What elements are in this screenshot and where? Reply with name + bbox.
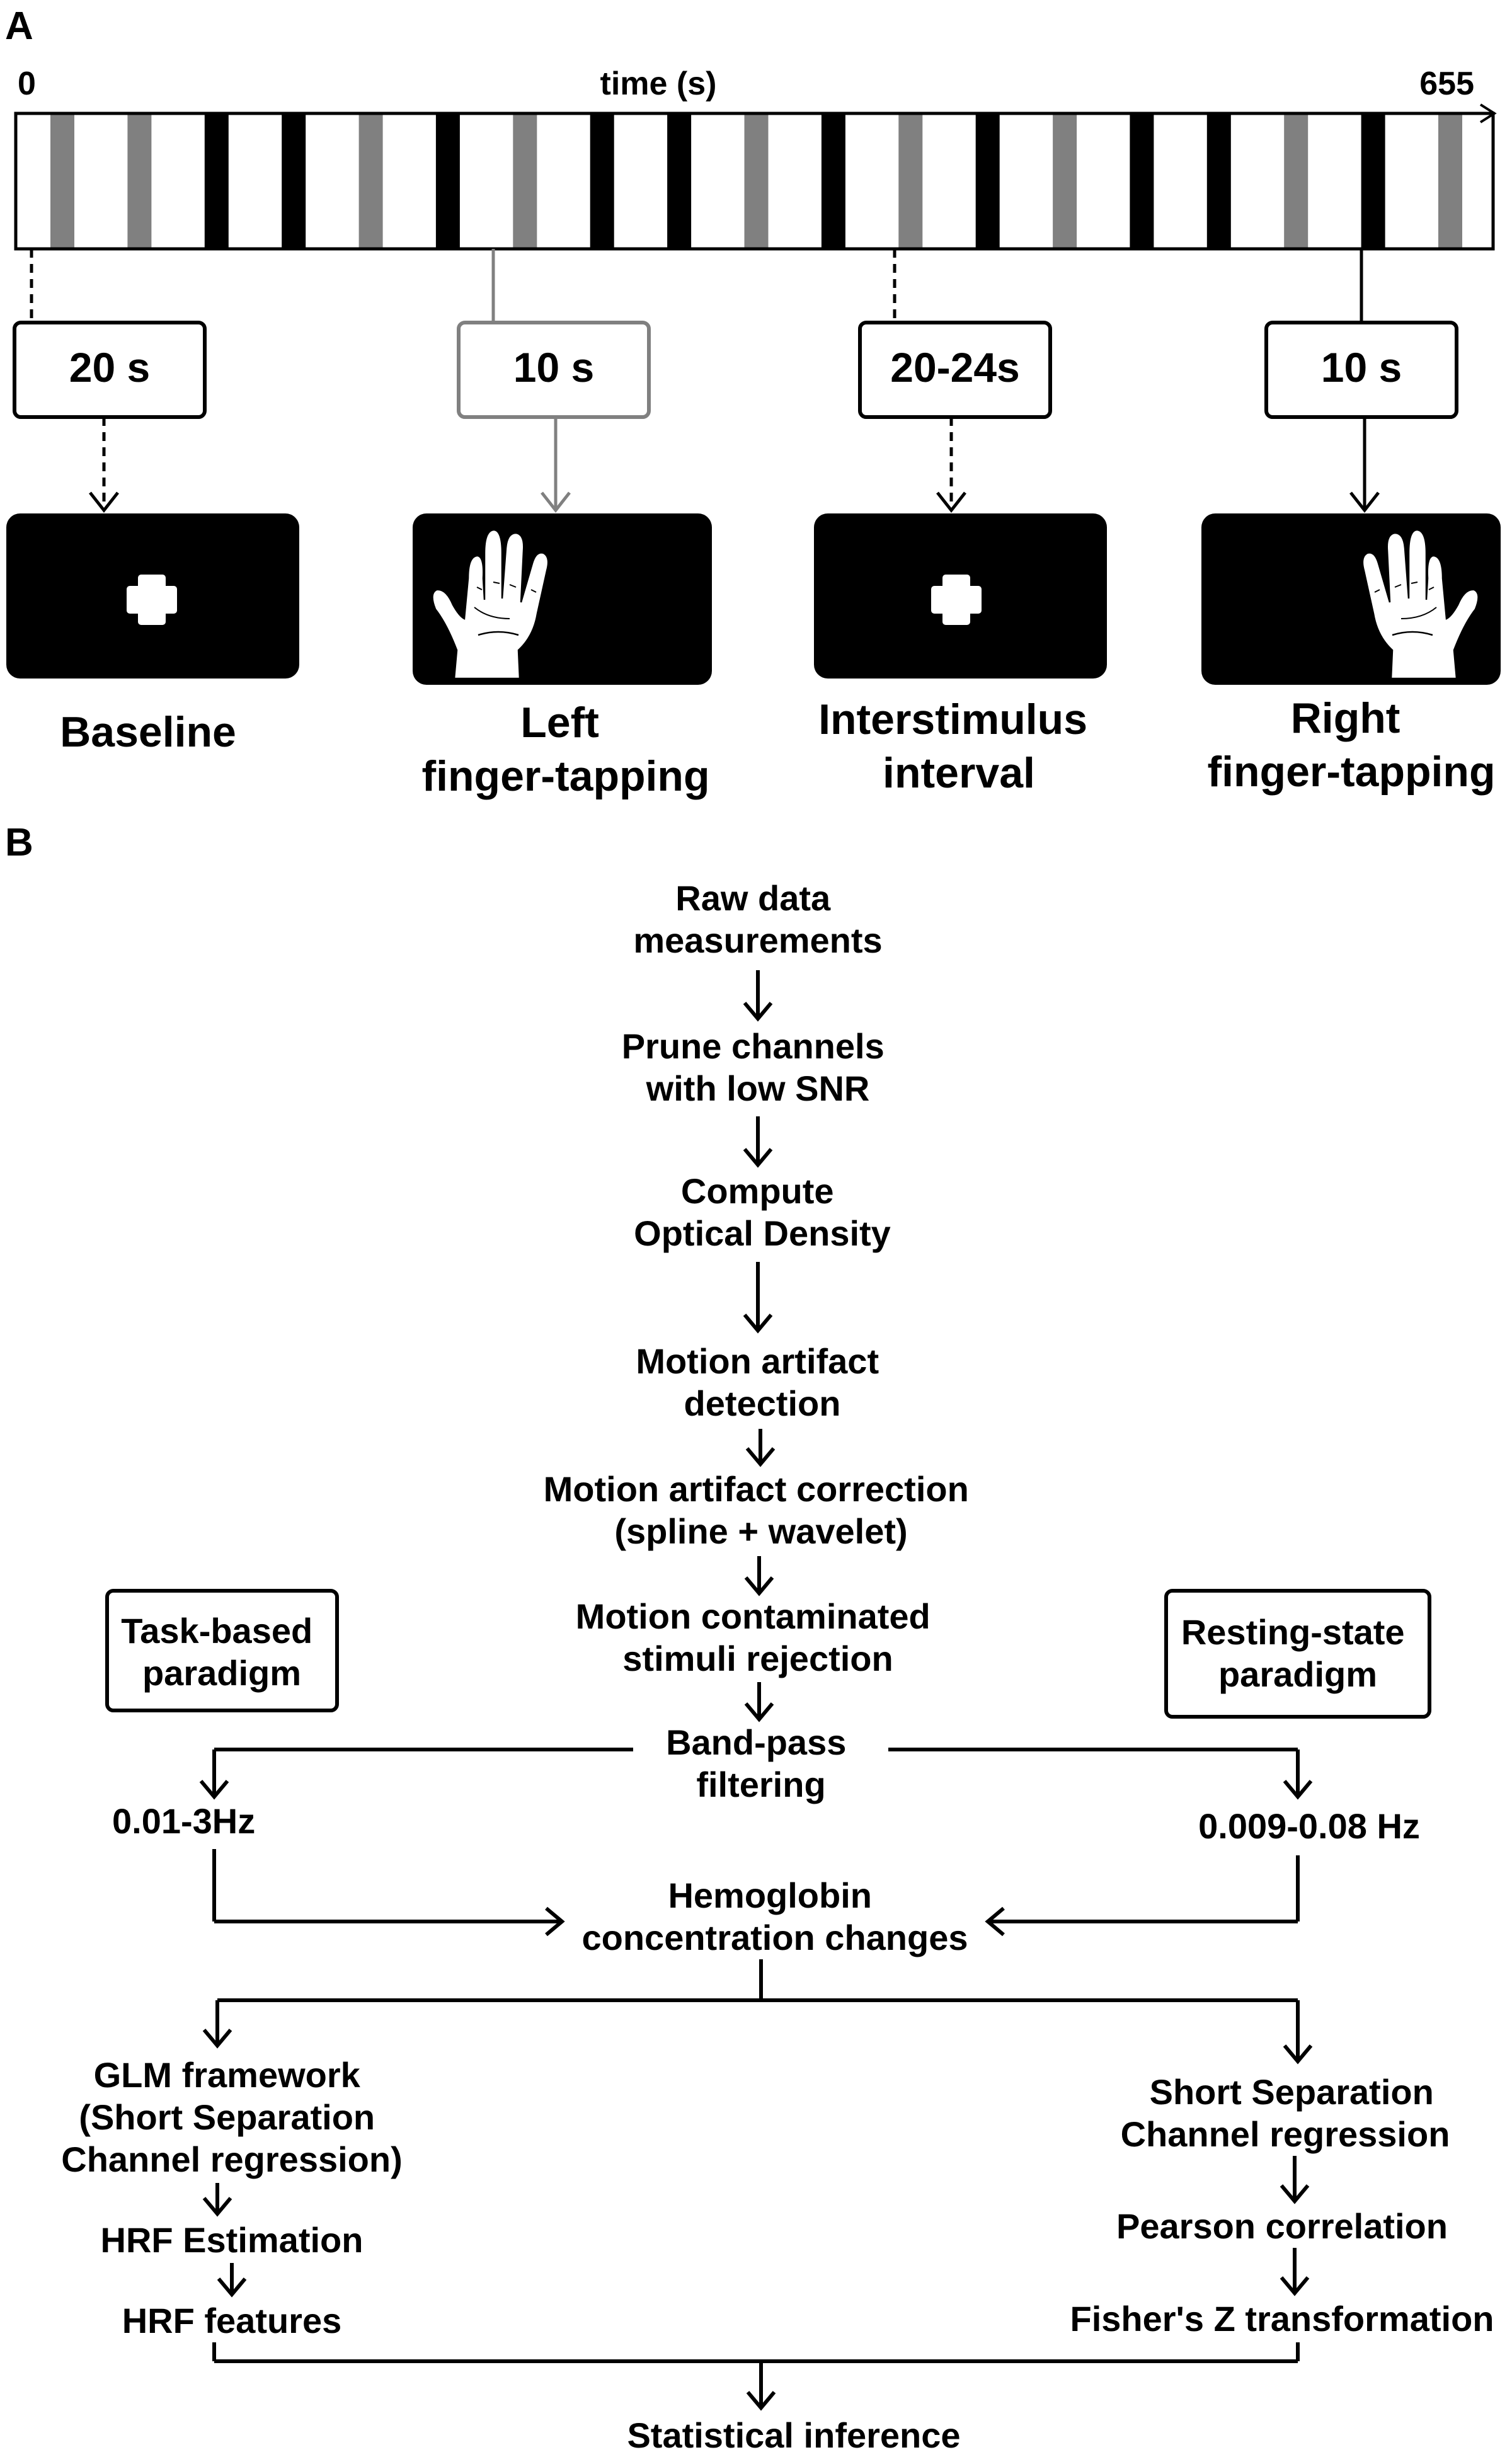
timeline-stripe-black (282, 113, 306, 249)
rest-paradigm-line2: paradigm (1218, 1654, 1377, 1694)
timeline-stripe-gray (744, 113, 769, 249)
axis-start-label: 0 (18, 66, 36, 102)
task-paradigm-box: Task-based paradigm (105, 1589, 339, 1712)
task-paradigm-line1: Task-based (121, 1611, 312, 1651)
step-hrf-estimation: HRF Estimation (101, 2220, 364, 2260)
step-hrf-features: HRF features (122, 2301, 342, 2340)
svg-text:Resting-state paradigm: Resting-state paradigm (1181, 1612, 1414, 1694)
step-hemoglobin: Hemoglobin concentration changes (581, 1876, 968, 1957)
timeline-stripe-gray (1438, 113, 1462, 249)
step-raw-data: Raw data measurements (633, 878, 882, 960)
duration-left: 10 s (513, 344, 594, 391)
rest-paradigm-box: Resting-state paradigm (1164, 1589, 1431, 1719)
step-short-separation: Short Separation Channel regression (1121, 2072, 1450, 2154)
final-merge-arrows (212, 2342, 1300, 2411)
task-filter-label: 0.01-3Hz (112, 1801, 255, 1841)
right-hand-icon (1361, 529, 1479, 680)
timeline-stripe-gray (1284, 113, 1309, 249)
step-band-pass: Band-pass filtering (666, 1722, 856, 1804)
step-statistical-inference: Statistical inference (627, 2415, 960, 2455)
timeline-stripe-gray (358, 113, 383, 249)
fixation-cross-icon (931, 575, 982, 625)
screen-right (1201, 513, 1501, 685)
axis-end-label: 655 (1419, 66, 1474, 102)
step-glm-framework: GLM framework (Short Separation Channel … (61, 2055, 402, 2179)
svg-text:Task-based paradigm: Task-based paradigm (121, 1611, 323, 1693)
duration-box-left: 10 s (457, 321, 651, 419)
pipeline-arrows (743, 970, 776, 1722)
timeline-stripe-black (435, 113, 460, 249)
condition-label-baseline: Baseline (60, 708, 236, 756)
timeline-stripe-black (667, 113, 692, 249)
screen-arrows (89, 417, 1380, 513)
duration-box-isi: 20-24s (858, 321, 1052, 419)
timeline-stripe-black (1206, 113, 1231, 249)
filter-branches (199, 1748, 1313, 1800)
split-arrows (202, 1959, 1313, 2065)
timeline-stripe-gray (127, 113, 152, 249)
timeline-stripe-gray (50, 113, 74, 249)
task-paradigm-line2: paradigm (142, 1653, 301, 1693)
duration-baseline: 20 s (69, 344, 150, 391)
rest-branch-arrows (1280, 2156, 1310, 2296)
panel-b: B Raw data measurements Prune channels w… (5, 821, 1494, 2455)
rest-filter-label: 0.009-0.08 Hz (1198, 1806, 1420, 1846)
timeline-stripe-black (821, 113, 845, 249)
timeline-stripe-black (975, 113, 1000, 249)
panel-a: A 0 time (s) 655 20 s 10 s (5, 4, 1501, 800)
condition-label-right: Right finger-tapping (1207, 694, 1495, 796)
timeline-stripes (50, 113, 1462, 249)
timeline-stripe-black (204, 113, 229, 249)
axis-title: time (s) (600, 66, 717, 102)
step-optical-density: Compute Optical Density (634, 1171, 891, 1253)
timeline-stripe-gray (1053, 113, 1077, 249)
timeline-stripe-black (590, 113, 614, 249)
step-prune-channels: Prune channels with low SNR (622, 1026, 895, 1108)
duration-box-right: 10 s (1264, 321, 1458, 419)
duration-box-baseline: 20 s (13, 321, 207, 419)
screen-left (413, 513, 712, 685)
step-fishers-z: Fisher's Z transformation (1070, 2299, 1494, 2339)
task-branch-arrows (202, 2183, 247, 2298)
timeline-stripe-black (1130, 113, 1154, 249)
timeline-arrow-head (1479, 103, 1497, 123)
panel-b-label: B (5, 821, 33, 864)
timeline-bar (14, 103, 1497, 251)
timeline-stripe-gray (513, 113, 537, 249)
step-pearson-correlation: Pearson correlation (1116, 2206, 1448, 2246)
step-motion-detection: Motion artifact detection (636, 1341, 888, 1423)
duration-right: 10 s (1321, 344, 1402, 391)
timeline-stripe-black (1361, 113, 1385, 249)
rest-paradigm-line1: Resting-state (1181, 1612, 1405, 1652)
timeline-stripe-gray (898, 113, 923, 249)
left-hand-icon (432, 529, 549, 680)
panel-a-label: A (5, 4, 33, 48)
duration-isi: 20-24s (890, 344, 1020, 391)
merge-arrows (212, 1849, 1300, 1937)
condition-label-left: Left finger-tapping (421, 699, 709, 800)
step-motion-correction: Motion artifact correction (spline + wav… (544, 1469, 979, 1551)
step-stimuli-rejection: Motion contaminated stimuli rejection (576, 1596, 941, 1678)
duration-connectors (30, 249, 1363, 323)
condition-label-isi: Interstimulus interval (818, 696, 1099, 797)
screen-baseline (6, 513, 299, 679)
screen-isi (814, 513, 1107, 679)
fixation-cross-icon (127, 575, 177, 625)
